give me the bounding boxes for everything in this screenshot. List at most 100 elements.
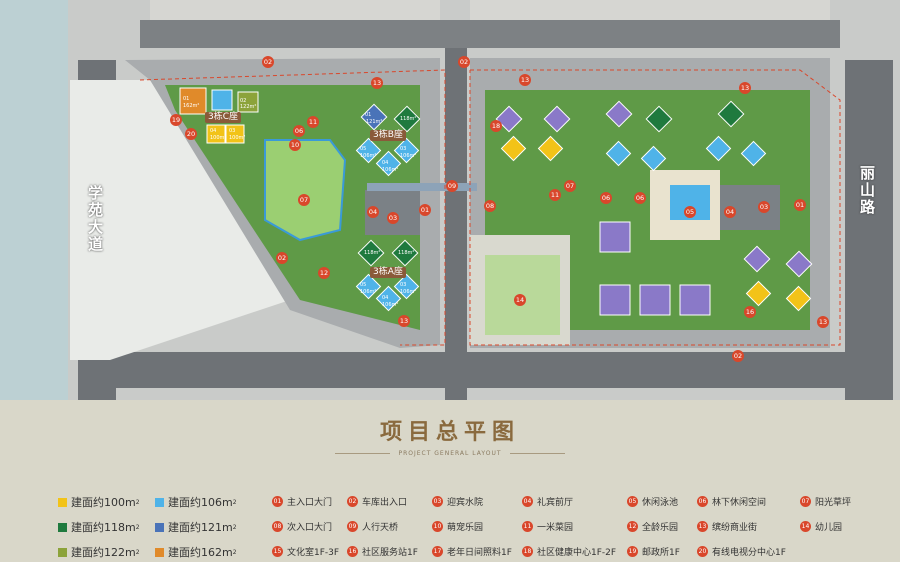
map-marker-16: 16: [744, 306, 756, 318]
unit-label: 106m²: [400, 289, 417, 295]
facility-number: 16: [347, 546, 358, 557]
map-marker-04: 04: [367, 206, 379, 218]
building-yellow: [537, 135, 564, 162]
page-subtitle: PROJECT GENERAL LAYOUT: [0, 450, 900, 458]
unit-label: 106m²: [382, 167, 399, 173]
unit-label: 05: [360, 282, 367, 288]
map-marker-02: 02: [732, 350, 744, 362]
building-purple: [743, 245, 771, 273]
map-marker-13: 13: [817, 316, 829, 328]
facility-number: 09: [347, 521, 358, 532]
unit-label: 05: [360, 146, 367, 152]
building-light_blue: [355, 273, 382, 300]
road-label-lishan: 丽山路: [858, 165, 876, 216]
color-swatch: [155, 497, 164, 507]
building-yellow: [745, 280, 772, 307]
lawn: [264, 139, 347, 242]
map-marker-01: 01: [419, 204, 431, 216]
area-legend-label: 建面约118m: [71, 521, 136, 534]
facility-label: 全龄乐园: [642, 523, 679, 533]
unit-label: 106m²: [360, 153, 377, 159]
building-dark_green: [391, 239, 419, 267]
area-legend-label: 建面约106m: [168, 496, 233, 509]
unit-label: 04: [210, 128, 217, 134]
map-marker-03: 03: [758, 201, 770, 213]
map-marker-03: 03: [387, 212, 399, 224]
unit-label: 01: [183, 96, 190, 102]
road-middle: [445, 20, 467, 400]
facility-label: 次入口大门: [287, 523, 333, 533]
facility-number: 11: [522, 521, 533, 532]
facility-number: 13: [697, 521, 708, 532]
color-swatch: [58, 547, 67, 557]
unit-label: 03: [400, 282, 407, 288]
building-purple: [599, 284, 631, 316]
map-marker-10: 10: [289, 139, 301, 151]
facility-label: 萌宠乐园: [447, 523, 484, 533]
map-marker-02: 02: [458, 56, 470, 68]
facility-label: 老年日间照料1F: [447, 548, 512, 558]
road-north: [140, 20, 840, 48]
unit-label: 106m²: [382, 302, 399, 308]
building-light_blue: [605, 140, 632, 167]
map-marker-19: 19: [170, 114, 182, 126]
map-marker-12: 12: [318, 267, 330, 279]
building-light_blue: [393, 137, 420, 164]
area-legend-label: 建面约122m: [71, 546, 136, 559]
site-plan-drawing: [0, 0, 900, 400]
water-area: [0, 0, 68, 400]
facility-label: 阳光草坪: [815, 498, 852, 508]
unit-label: 03: [229, 128, 236, 134]
road-label-xueyuan: 学苑大道: [86, 185, 104, 253]
map-marker-14: 14: [514, 294, 526, 306]
unit-label: 118m²: [400, 116, 417, 122]
unit-label: 122m²: [240, 104, 257, 110]
map-marker-13: 13: [739, 82, 751, 94]
facility-number: 01: [272, 496, 283, 507]
building-orange: [179, 87, 207, 115]
facility-legend-item: 12 全龄乐园: [627, 520, 678, 533]
facility-label: 车库出入口: [362, 498, 408, 508]
unit-label: 02: [240, 98, 247, 104]
building-dark_green: [393, 105, 421, 133]
footbridge: [367, 183, 477, 191]
facility-number: 18: [522, 546, 533, 557]
map-marker-20: 20: [185, 128, 197, 140]
facility-number: 20: [697, 546, 708, 557]
building-light_blue: [705, 135, 732, 162]
building-yellow: [206, 124, 226, 144]
building-purple: [679, 284, 711, 316]
map-marker-11: 11: [307, 116, 319, 128]
building-yellow: [785, 285, 812, 312]
building-yellow: [225, 124, 245, 144]
facility-label: 礼宾前厅: [537, 498, 574, 508]
map-marker-13: 13: [398, 315, 410, 327]
facility-label: 人行天桥: [362, 523, 399, 533]
facility-legend-item: 09 人行天桥: [347, 520, 398, 533]
map-marker-07: 07: [564, 180, 576, 192]
facility-label: 社区健康中心1F-2F: [537, 548, 617, 558]
superscript: 2: [232, 548, 237, 556]
block-label-b: 3栋B座: [370, 130, 406, 141]
color-swatch: [155, 547, 164, 557]
building-purple: [605, 100, 633, 128]
empty-land: [70, 80, 290, 360]
map-marker-18: 18: [490, 120, 502, 132]
map-marker-11: 11: [549, 189, 561, 201]
color-swatch: [58, 522, 67, 532]
building-steel_blue: [360, 103, 388, 131]
map-marker-01: 01: [794, 199, 806, 211]
page-title: 项目总平图: [379, 420, 520, 445]
facility-number: 12: [627, 521, 638, 532]
building-dark_green: [357, 239, 385, 267]
building-purple: [543, 105, 571, 133]
building-dark_green: [717, 100, 745, 128]
building-light_blue: [375, 150, 402, 177]
color-swatch: [155, 522, 164, 532]
